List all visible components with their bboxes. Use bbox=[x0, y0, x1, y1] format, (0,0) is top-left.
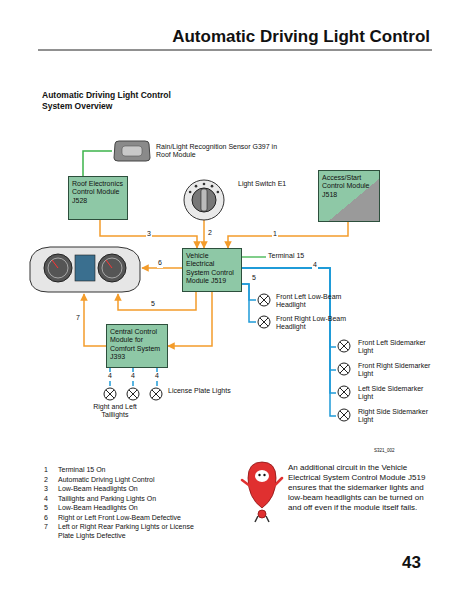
page-number: 43 bbox=[402, 552, 421, 573]
image-code: S321_002 bbox=[374, 448, 395, 454]
callout-number: 1 bbox=[272, 230, 278, 239]
callout-number: 4 bbox=[154, 372, 160, 381]
section-heading: Automatic Driving Light Control System O… bbox=[42, 90, 202, 111]
node-text: Central Control Module for Comfort Syste… bbox=[110, 328, 164, 362]
bulb-icon bbox=[336, 407, 352, 423]
control-module-box: Roof Electronics Control Module J528 bbox=[68, 176, 128, 220]
warning-mascot bbox=[242, 462, 282, 522]
title-rule bbox=[38, 50, 432, 51]
license-light-node: License Plate Lights bbox=[148, 386, 248, 395]
node-text: Front Right Low-Beam Headlight bbox=[276, 315, 356, 332]
bulb-icon bbox=[336, 338, 352, 354]
control-module-box: Central Control Module for Comfort Syste… bbox=[106, 324, 168, 368]
terminal-label: Terminal 15 bbox=[268, 252, 304, 261]
callout-number: 2 bbox=[207, 229, 213, 238]
bulb-icon bbox=[148, 386, 164, 402]
bulb-symbol bbox=[127, 388, 139, 400]
list-text: Terminal 15 On bbox=[58, 466, 206, 475]
connector bbox=[242, 268, 336, 416]
page-title: Automatic Driving Light Control bbox=[172, 26, 430, 47]
callout-number: 5 bbox=[251, 274, 257, 283]
terminal-wire bbox=[242, 256, 266, 257]
connector bbox=[100, 220, 197, 248]
node-text: Front Left Sidemarker Light bbox=[358, 339, 436, 356]
callout-number: 4 bbox=[130, 372, 136, 381]
node-text: Left Side Sidemarker Light bbox=[358, 385, 436, 402]
headlight-node: Front Left Low-Beam Headlight bbox=[256, 292, 356, 310]
light-switch-node: Light Switch E1 bbox=[180, 172, 292, 188]
connector bbox=[83, 151, 112, 176]
headlight-node: Front Right Low-Beam Headlight bbox=[256, 314, 356, 332]
list-text: Low-Beam Headlights On bbox=[58, 485, 206, 494]
node-text: Right and Left Taillights bbox=[80, 403, 150, 420]
node-text: Vehicle Electrical System Control Module… bbox=[186, 252, 238, 286]
list-number: 5 bbox=[44, 504, 48, 513]
bulb-symbol bbox=[258, 294, 270, 306]
bulb-symbol bbox=[150, 388, 162, 400]
node-text: Right Side Sidemarker Light bbox=[358, 408, 436, 425]
callout-number: 6 bbox=[157, 259, 163, 268]
connector bbox=[168, 292, 212, 346]
callout-number: 3 bbox=[146, 230, 152, 239]
bulb-icon bbox=[336, 361, 352, 377]
bulb2-icon bbox=[80, 386, 150, 402]
callout-number: 4 bbox=[312, 261, 318, 270]
node-text: Light Switch E1 bbox=[238, 180, 292, 188]
bulb-symbol bbox=[338, 386, 350, 398]
list-number: 6 bbox=[44, 514, 48, 523]
control-module-box: Vehicle Electrical System Control Module… bbox=[182, 248, 242, 292]
bulb-icon bbox=[336, 384, 352, 400]
sensor-node: Rain/Light Recognition Sensor G397 in Ro… bbox=[112, 140, 292, 160]
list-text: Left or Right Rear Parking Lights or Lic… bbox=[58, 523, 206, 541]
node-text: Front Right Sidemarker Light bbox=[358, 362, 436, 379]
instrument-cluster bbox=[30, 247, 140, 292]
sidemarker-node: Front Left Sidemarker Light bbox=[336, 338, 436, 356]
list-number: 1 bbox=[44, 466, 48, 475]
node-text: Access/Start Control Module J518 bbox=[322, 174, 376, 199]
list-text: Taillights and Parking Lights On bbox=[58, 495, 206, 504]
list-number: 2 bbox=[44, 476, 48, 485]
sensor-icon bbox=[112, 140, 152, 164]
list-text: Automatic Driving Light Control bbox=[58, 476, 206, 485]
list-number: 3 bbox=[44, 485, 48, 494]
bulb-icon bbox=[256, 292, 272, 308]
node-text: License Plate Lights bbox=[168, 387, 248, 395]
node-text: Roof Electronics Control Module J528 bbox=[72, 180, 124, 205]
list-number: 4 bbox=[44, 495, 48, 504]
connector bbox=[228, 222, 348, 248]
callout-number: 5 bbox=[150, 300, 156, 309]
bulb-symbol bbox=[258, 316, 270, 328]
bulb-symbol bbox=[104, 388, 116, 400]
list-text: Right or Left Front Low-Beam Defective bbox=[58, 514, 206, 523]
sidemarker-node: Right Side Sidemarker Light bbox=[336, 407, 436, 425]
sidemarker-node: Front Right Sidemarker Light bbox=[336, 361, 436, 379]
connector bbox=[242, 284, 256, 322]
node-text: Rain/Light Recognition Sensor G397 in Ro… bbox=[156, 143, 292, 160]
control-module-box: Access/Start Control Module J518 bbox=[318, 170, 380, 222]
bulb-symbol bbox=[338, 363, 350, 375]
note-text: An additional circuit in the Vehicle Ele… bbox=[288, 463, 433, 513]
bulb-symbol bbox=[338, 340, 350, 352]
list-text: Low-Beam Headlights On bbox=[58, 504, 206, 513]
bulb-icon bbox=[256, 314, 272, 330]
connector bbox=[242, 268, 336, 393]
list-number: 7 bbox=[44, 523, 48, 532]
sidemarker-node: Left Side Sidemarker Light bbox=[336, 384, 436, 402]
callout-number: 4 bbox=[107, 372, 113, 381]
node-text: Front Left Low-Beam Headlight bbox=[276, 293, 356, 310]
bulb-symbol bbox=[338, 409, 350, 421]
taillight-node: Right and Left Taillights bbox=[80, 386, 150, 420]
switch-icon bbox=[180, 172, 232, 228]
callout-number: 7 bbox=[75, 314, 81, 323]
